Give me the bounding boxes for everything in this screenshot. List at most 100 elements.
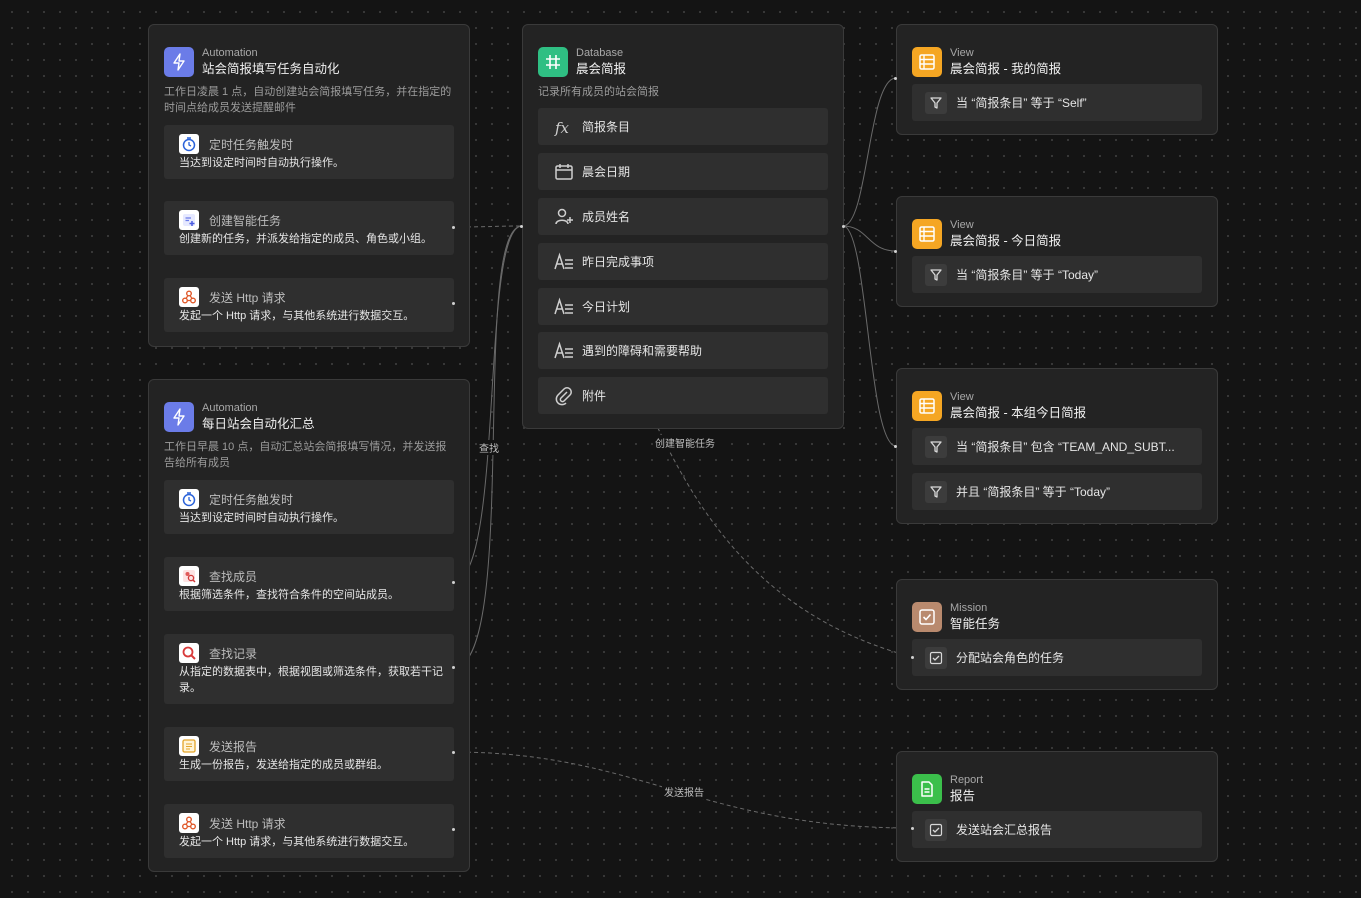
output-port[interactable]: [452, 581, 455, 584]
automation-card-1[interactable]: Automation 站会简报填写任务自动化 工作日凌晨 1 点，自动创建站会简…: [148, 24, 470, 347]
action-timer[interactable]: 定时任务触发时 当达到设定时间时自动执行操作。: [164, 480, 454, 534]
node-type-label: View: [950, 219, 974, 231]
report-item[interactable]: 发送站会汇总报告: [912, 811, 1202, 848]
automation-card-2[interactable]: Automation 每日站会自动化汇总 工作日早晨 10 点，自动汇总站会简报…: [148, 379, 470, 872]
checkbox-icon: [925, 646, 947, 669]
node-type-label: Automation: [202, 47, 258, 59]
filter-icon: [925, 263, 947, 286]
field-label: 今日计划: [582, 300, 631, 314]
action-desc: 当达到设定时间时自动执行操作。: [179, 157, 344, 169]
action-create-task[interactable]: 创建智能任务 创建新的任务，并派发给指定的成员、角色或小组。: [164, 201, 454, 255]
timer-icon: [179, 489, 199, 509]
field-label: 附件: [582, 389, 607, 403]
field-row[interactable]: 今日计划: [538, 288, 828, 325]
grid-view-icon: [912, 219, 942, 249]
calendar-icon: [552, 160, 576, 184]
automation-description: 工作日早晨 10 点，自动汇总站会简报填写情况，并发送报告给所有成员: [164, 441, 447, 469]
field-label: 晨会日期: [582, 165, 631, 179]
report-doc-icon: [912, 774, 942, 804]
svg-text:fx: fx: [554, 119, 570, 137]
action-http-request[interactable]: 发送 Http 请求 发起一个 Http 请求，与其他系统进行数据交互。: [164, 278, 454, 332]
filter-text: 当 “简报条目” 包含 “TEAM_AND_SUBT...: [956, 440, 1175, 454]
report-card[interactable]: Report 报告 发送站会汇总报告: [896, 751, 1218, 862]
mission-item[interactable]: 分配站会角色的任务: [912, 639, 1202, 676]
action-title: 定时任务触发时: [209, 492, 294, 507]
action-http-request[interactable]: 发送 Http 请求 发起一个 Http 请求，与其他系统进行数据交互。: [164, 804, 454, 858]
output-port[interactable]: [842, 225, 845, 228]
filter-text: 并且 “简报条目” 等于 “Today”: [956, 485, 1111, 499]
input-port[interactable]: [911, 827, 914, 830]
output-port[interactable]: [452, 828, 455, 831]
automation-title: 每日站会自动化汇总: [202, 417, 315, 431]
node-type-label: Report: [950, 774, 984, 786]
field-label: 遇到的障碍和需要帮助: [582, 344, 703, 358]
view-card-3[interactable]: View 晨会简报 - 本组今日简报 当 “简报条目” 包含 “TEAM_AND…: [896, 368, 1218, 524]
view-card-2[interactable]: View 晨会简报 - 今日简报 当 “简报条目” 等于 “Today”: [896, 196, 1218, 307]
database-card[interactable]: Database 晨会简报 记录所有成员的站会简报 fx 简报条目 晨会日期 成…: [522, 24, 844, 429]
input-port[interactable]: [911, 656, 914, 659]
edge-label-find: 查找: [477, 440, 501, 455]
field-row[interactable]: 遇到的障碍和需要帮助: [538, 332, 828, 369]
filter-text: 当 “简报条目” 等于 “Self”: [956, 96, 1087, 110]
field-row[interactable]: 昨日完成事项: [538, 243, 828, 280]
checkbox-icon: [925, 818, 947, 841]
output-port[interactable]: [452, 751, 455, 754]
field-row[interactable]: 晨会日期: [538, 153, 828, 190]
filter-icon: [925, 435, 947, 458]
field-label: 简报条目: [582, 120, 631, 134]
action-find-member[interactable]: 查找成员 根据筛选条件，查找符合条件的空间站成员。: [164, 557, 454, 611]
edge-label-send-report: 发送报告: [662, 784, 706, 799]
view-title: 晨会简报 - 今日简报: [950, 234, 1062, 248]
field-row[interactable]: 成员姓名: [538, 198, 828, 235]
action-title: 发送 Http 请求: [209, 816, 286, 831]
filter-text: 当 “简报条目” 等于 “Today”: [956, 268, 1099, 282]
input-port[interactable]: [894, 250, 897, 253]
field-label: 昨日完成事项: [582, 255, 655, 269]
action-desc: 发起一个 Http 请求，与其他系统进行数据交互。: [179, 836, 415, 848]
formula-icon: fx: [552, 115, 576, 139]
view-card-1[interactable]: View 晨会简报 - 我的简报 当 “简报条目” 等于 “Self”: [896, 24, 1218, 135]
report-item-text: 发送站会汇总报告: [956, 823, 1053, 837]
search-record-icon: [179, 643, 199, 663]
webhook-icon: [179, 813, 199, 833]
grid-view-icon: [912, 47, 942, 77]
action-title: 创建智能任务: [209, 213, 282, 228]
node-type-label: Automation: [202, 402, 258, 414]
view-title: 晨会简报 - 本组今日简报: [950, 406, 1087, 420]
output-port[interactable]: [452, 302, 455, 305]
database-description: 记录所有成员的站会简报: [538, 86, 659, 98]
action-search-record[interactable]: 查找记录 从指定的数据表中，根据视图或筛选条件，获取若干记录。: [164, 634, 454, 704]
mission-icon: [912, 602, 942, 632]
filter-condition[interactable]: 当 “简报条目” 等于 “Self”: [912, 84, 1202, 121]
input-port[interactable]: [520, 225, 523, 228]
view-title: 晨会简报 - 我的简报: [950, 62, 1062, 76]
mission-title: 智能任务: [950, 617, 1001, 631]
database-icon: [538, 47, 568, 77]
report-title: 报告: [950, 789, 976, 803]
filter-condition[interactable]: 当 “简报条目” 包含 “TEAM_AND_SUBT...: [912, 428, 1202, 465]
edge-db-view1: [842, 77, 897, 227]
action-desc: 创建新的任务，并派发给指定的成员、角色或小组。: [179, 233, 432, 245]
create-task-icon: [179, 210, 199, 230]
webhook-icon: [179, 287, 199, 307]
long-text-icon: [552, 339, 576, 363]
action-desc: 发起一个 Http 请求，与其他系统进行数据交互。: [179, 310, 415, 322]
field-row[interactable]: fx 简报条目: [538, 108, 828, 145]
input-port[interactable]: [894, 77, 897, 80]
action-send-report[interactable]: 发送报告 生成一份报告，发送给指定的成员或群组。: [164, 727, 454, 781]
member-icon: [552, 205, 576, 229]
field-label: 成员姓名: [582, 210, 631, 224]
node-type-label: Database: [576, 47, 624, 59]
action-timer[interactable]: 定时任务触发时 当达到设定时间时自动执行操作。: [164, 125, 454, 179]
mission-card[interactable]: Mission 智能任务 分配站会角色的任务: [896, 579, 1218, 690]
output-port[interactable]: [452, 226, 455, 229]
mission-item-text: 分配站会角色的任务: [956, 651, 1065, 665]
action-title: 查找成员: [209, 569, 258, 584]
input-port[interactable]: [894, 445, 897, 448]
edge-db-view2: [842, 225, 897, 252]
filter-condition[interactable]: 并且 “简报条目” 等于 “Today”: [912, 473, 1202, 510]
filter-condition[interactable]: 当 “简报条目” 等于 “Today”: [912, 256, 1202, 293]
field-row[interactable]: 附件: [538, 377, 828, 414]
filter-icon: [925, 480, 947, 503]
output-port[interactable]: [452, 666, 455, 669]
